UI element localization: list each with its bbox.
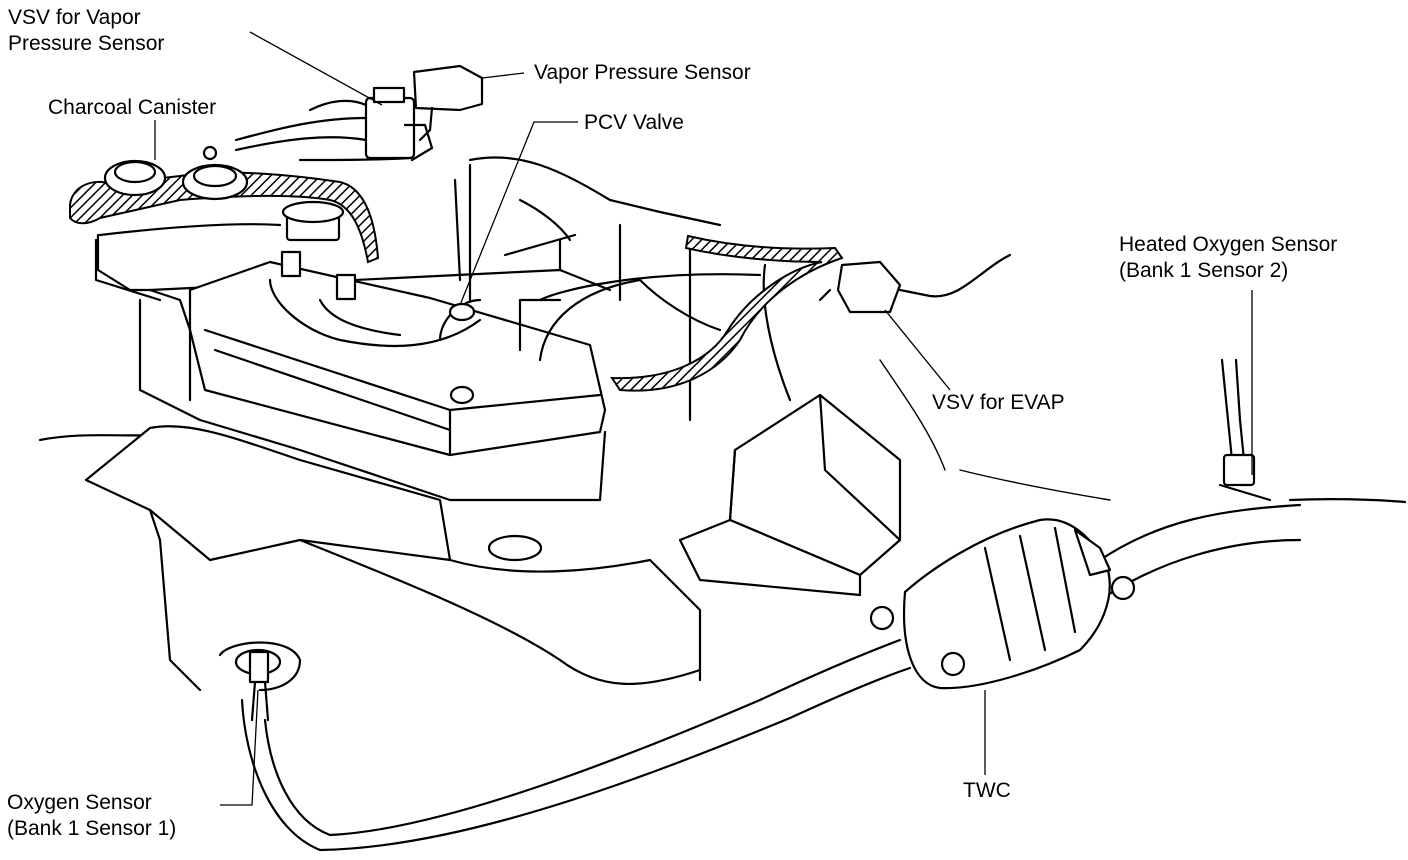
intake-manifold: [453, 156, 792, 422]
leader-o2: [220, 689, 259, 806]
label-vapor-pressure-sensor: Vapor Pressure Sensor: [534, 61, 751, 84]
label-vsv-vapor-line1: VSV for Vapor: [8, 6, 141, 29]
exhaust-pipe: [240, 503, 1302, 852]
leader-vsv-vapor: [249, 31, 383, 106]
label-o2-line2: (Bank 1 Sensor 1): [7, 817, 177, 840]
label-o2-line1: Oxygen Sensor: [7, 791, 152, 814]
label-vsv-vapor-line2: Pressure Sensor: [8, 32, 165, 55]
evap-hose: [610, 234, 844, 392]
twc-shape: [869, 518, 1136, 690]
vsv-vapor-assembly: [234, 64, 484, 162]
charcoal-canister-shape: [69, 145, 380, 292]
leader-vapor-sensor: [481, 72, 525, 79]
label-charcoal-canister: Charcoal Canister: [48, 96, 217, 119]
engine-block: [94, 200, 612, 502]
vsv-evap-shape: [818, 253, 1012, 314]
label-heated-o2-line2: (Bank 1 Sensor 2): [1119, 259, 1289, 282]
label-heated-o2-line1: Heated Oxygen Sensor: [1119, 233, 1338, 256]
label-heated-oxygen-sensor: Heated Oxygen Sensor (Bank 1 Sensor 2): [1119, 232, 1337, 284]
leader-pcv: [459, 121, 578, 306]
label-pcv-valve: PCV Valve: [584, 111, 684, 134]
label-twc: TWC: [963, 779, 1011, 802]
air-cleaner: [678, 393, 902, 597]
o2-shape: [218, 641, 302, 722]
heated-o2-shape: [1218, 358, 1272, 502]
label-oxygen-sensor: Oxygen Sensor (Bank 1 Sensor 1): [7, 790, 176, 842]
label-vsv-for-evap: VSV for EVAP: [932, 391, 1065, 414]
leader-vsv-evap: [884, 309, 951, 391]
intake-duct: [84, 425, 702, 692]
label-vsv-vapor-pressure-sensor: VSV for Vapor Pressure Sensor: [8, 5, 164, 57]
leader-lines: [154, 31, 1253, 806]
